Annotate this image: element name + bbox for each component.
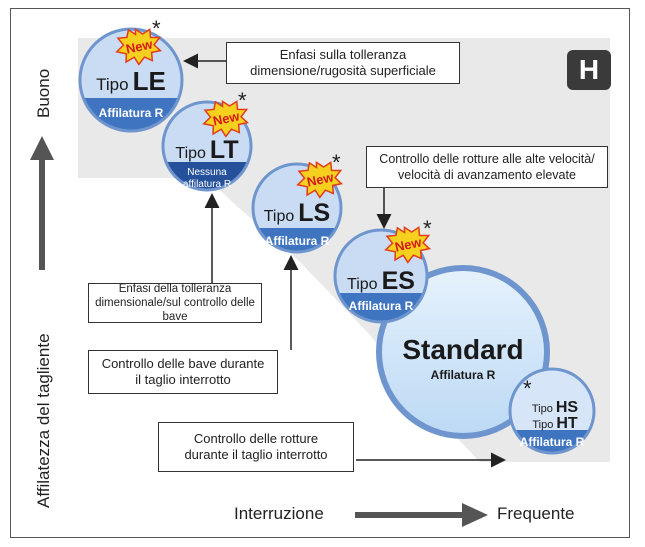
ht-tipo: Tipo: [532, 419, 553, 431]
le-sub: Affilatura R: [99, 106, 164, 120]
star-hs: *: [523, 376, 532, 401]
hs-code: HS: [556, 399, 579, 416]
es-sub: Affilatura R: [349, 299, 414, 313]
ls-tipo: Tipo: [264, 208, 295, 225]
lt-sub-line1: Nessuna: [187, 167, 227, 178]
new-label-es: New: [393, 234, 423, 254]
note-es-line1: Controllo delle rotture alle alte veloci…: [379, 152, 595, 166]
new-label-ls: New: [305, 169, 335, 189]
new-burst-lt: New: [202, 99, 250, 138]
note-hs-line1: Controllo delle rotture: [193, 431, 319, 446]
note-hs-line2: durante il taglio interrotto: [184, 447, 328, 462]
hs-sub: Affilatura R: [520, 435, 585, 449]
le-tipo: Tipo: [96, 75, 128, 94]
note-lt-line2: dimensionale/sul controllo delle bave: [95, 297, 255, 323]
es-code: ES: [382, 267, 415, 295]
lt-code: LT: [210, 136, 239, 164]
badge-h: H: [567, 50, 611, 90]
note-le-line2: dimensione/rugosità superficiale: [250, 63, 436, 78]
standard-circle: [376, 265, 550, 439]
hs-tipo: Tipo: [532, 403, 553, 415]
star-es: *: [423, 216, 432, 241]
note-lt-box: Enfasi della tolleranza dimensionale/sul…: [88, 283, 262, 323]
star-le: *: [152, 16, 161, 41]
y-axis-top-label: Buono: [34, 68, 53, 118]
standard-title: Standard: [402, 334, 523, 365]
note-lt-line1: Enfasi della tolleranza: [118, 283, 232, 295]
es-tipo: Tipo: [347, 276, 378, 293]
new-burst-le: New: [115, 27, 163, 66]
note-le-line1: Enfasi sulla tolleranza: [279, 47, 407, 62]
new-burst-ls: New: [296, 160, 344, 199]
note-hs-box: Controllo delle rotture durante il tagli…: [158, 422, 354, 472]
new-label-le: New: [124, 36, 154, 56]
note-es-box: Controllo delle rotture alle alte veloci…: [366, 146, 608, 188]
lt-tipo: Tipo: [175, 145, 206, 162]
ls-sub: Affilatura R: [265, 234, 330, 248]
note-ls-box: Controllo delle bave durante il taglio i…: [88, 350, 278, 394]
horizontal-axis-arrow: [355, 503, 488, 527]
vertical-axis-arrow: [30, 136, 54, 270]
le-code: LE: [133, 66, 166, 96]
note-le-box: Enfasi sulla tolleranza dimensione/rugos…: [226, 42, 460, 84]
note-ls-line2: il taglio interrotto: [135, 372, 231, 387]
ls-code: LS: [298, 199, 330, 227]
x-axis-right-label: Frequente: [497, 504, 575, 523]
circle-hs-ht: [508, 367, 596, 455]
new-burst-es: New: [384, 225, 432, 264]
ht-code: HT: [556, 415, 578, 432]
new-label-lt: New: [211, 108, 241, 128]
y-axis-label: Affilatezza del tagliente: [34, 333, 53, 508]
star-lt: *: [238, 88, 247, 113]
standard-sub: Affilatura R: [431, 368, 496, 382]
note-es-line2: velocità di avanzamento elevate: [398, 168, 576, 182]
star-ls: *: [332, 150, 341, 175]
note-ls-line1: Controllo delle bave durante: [101, 356, 265, 371]
lt-sub-line2: affilatura R: [183, 179, 231, 190]
x-axis-left-label: Interruzione: [234, 504, 324, 523]
connector-arrows: [183, 53, 506, 468]
figure-frame: [10, 8, 630, 538]
